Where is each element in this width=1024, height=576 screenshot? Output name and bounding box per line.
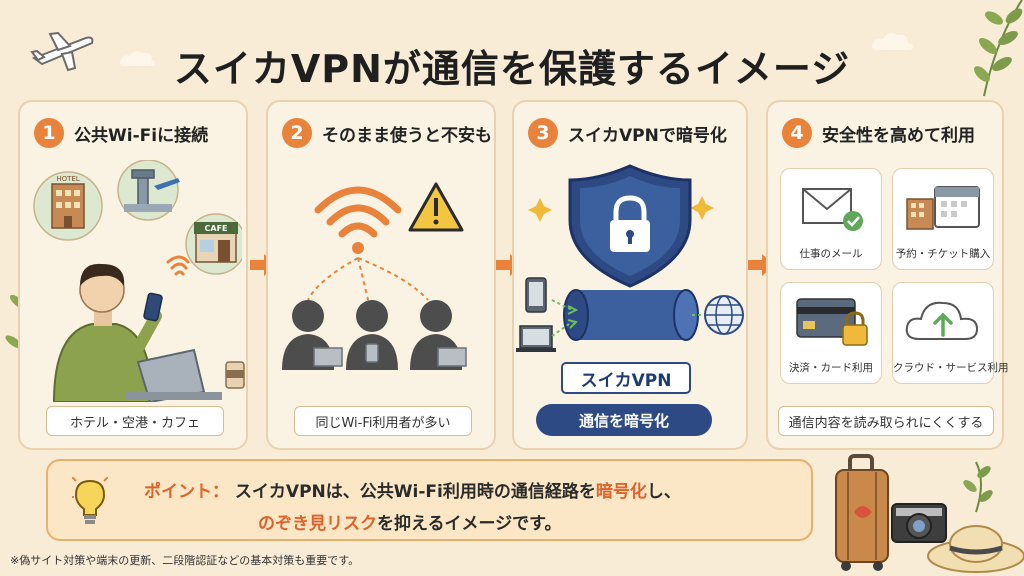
globe-icon [704,295,744,335]
step-number: 4 [782,118,812,148]
step-header: 1 公共Wi-Fiに接続 [34,118,208,148]
point-label: ポイント： [144,482,229,502]
step-header: 3 スイカVPNで暗号化 [528,118,727,148]
step-number: 2 [282,118,312,148]
step-header: 2 そのまま使うと不安も [282,118,492,148]
step-number: 1 [34,118,64,148]
step-title: そのまま使うと不安も [322,125,492,146]
tile-label: 決済・カード利用 [789,362,873,374]
point-highlight: 暗号化 [595,482,647,502]
tile-label: 予約・チケット購入 [895,248,991,260]
step-number: 3 [528,118,558,148]
step-caption: ホテル・空港・カフェ [46,406,224,436]
calendar-hotel-icon [906,186,980,230]
point-text: し、 [646,482,681,502]
step-card-2: 2 そのまま使うと不安も 同じWi-Fi利用者が多い [266,100,496,450]
wifi-icon [314,186,402,254]
person-with-laptop-illustration [52,255,245,402]
encryption-tunnel-icon [551,289,708,341]
point-callout: ポイント： スイカVPNは、公共Wi-Fi利用時の通信経路を暗号化し、 のぞき見… [46,459,813,541]
step-title: 公共Wi-Fiに接続 [74,125,209,146]
cafe-sign: CAFE [205,224,228,233]
use-case-tile: クラウド・サービス利用 [892,282,1009,384]
step-caption: 同じWi-Fi利用者が多い [294,406,472,436]
cloud-upload-icon [905,301,979,340]
tile-label: クラウド・サービス利用 [893,362,1009,374]
vpn-label: スイカVPN [561,362,691,394]
point-text: スイカVPNは、公共Wi-Fi利用時の通信経路を [234,482,596,502]
mail-icon [802,188,863,231]
point-highlight: のぞき見リスク [258,514,377,534]
page-title: スイカVPNが通信を保護するイメージ [173,47,851,91]
cloud-decoration [120,51,156,66]
use-case-tile: 予約・チケット購入 [892,168,994,270]
wifi-risk-illustration [282,182,467,370]
step-caption: 通信を暗号化 [536,404,712,436]
hotel-sign: HOTEL [56,175,79,183]
step-title: スイカVPNで暗号化 [568,125,727,146]
credit-card-lock-icon [796,298,868,346]
cloud-decoration [872,33,913,50]
shield-lock-icon [568,164,692,288]
devices-icon [516,277,556,352]
point-text: を抑えるイメージです。 [377,514,562,534]
use-case-tile: 仕事のメール [780,168,882,270]
step-header: 4 安全性を高めて利用 [782,118,975,148]
use-case-tile: 決済・カード利用 [780,282,882,384]
step-caption: 通信内容を読み取られにくくする [778,406,994,436]
vpn-encryption-illustration [516,164,744,352]
public-places-illustration: HOTEL CAFE [33,160,242,275]
footnote: ※偽サイト対策や端末の更新、二段階認証などの基本対策も重要です。 [10,554,360,567]
step-card-1: 1 公共Wi-Fiに接続 HOTEL CAFE ホテル・空港・カフェ [18,100,248,450]
airplane-icon [30,31,94,72]
leaves-decoration [974,0,1023,97]
lightbulb-icon [72,477,108,524]
travel-items-illustration [835,454,1024,573]
point-text-line-2: のぞき見リスクを抑えるイメージです。 [258,509,561,534]
tile-label: 仕事のメール [799,248,863,260]
warning-icon [408,182,464,232]
point-text-line-1: ポイント： スイカVPNは、公共Wi-Fi利用時の通信経路を暗号化し、 [144,477,681,502]
step-card-4: 4 安全性を高めて利用 仕事のメール 予約・チケット購入 決済 [766,100,1009,450]
step-title: 安全性を高めて利用 [822,125,975,146]
